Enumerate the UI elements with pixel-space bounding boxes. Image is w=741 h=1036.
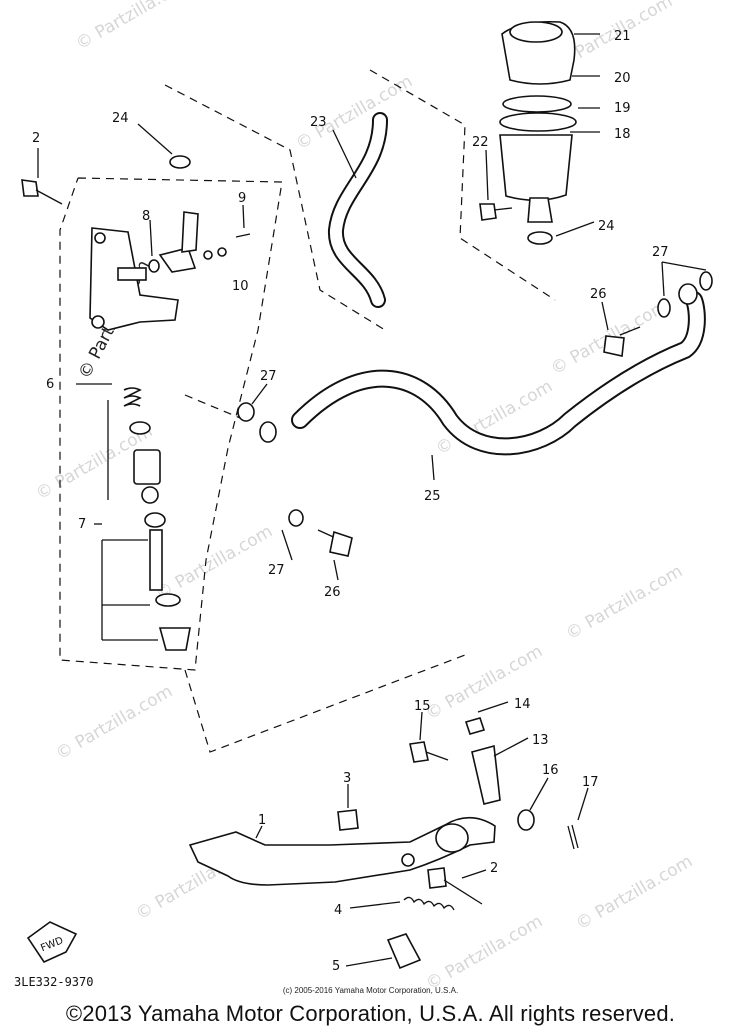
union-bolt [603,326,641,357]
screw [479,203,497,221]
watermark: © Partzilla.com [153,521,277,604]
nut [464,717,486,735]
small-copyright: (c) 2005-2016 Yamaha Motor Corporation, … [282,986,459,995]
hose-banjo [678,283,698,305]
copper-washer [288,509,304,527]
watermark: © Partzilla.com [73,0,197,54]
hose-clamp [169,155,191,169]
nut [337,809,359,831]
copper-washer [699,271,713,291]
union-fitting [181,211,199,253]
callout-6: 6 [46,377,54,392]
cotter-pin [567,824,579,850]
callout-18: 18 [614,127,631,142]
copper-washer [657,298,671,318]
diaphragm-plate [502,95,572,113]
callout-16: 16 [542,763,559,778]
return-spring [403,896,455,911]
callout-14: 14 [514,697,531,712]
callout-numbers: 2 24 8 9 10 6 7 23 22 21 20 19 18 24 27 … [32,29,669,974]
callout-24: 24 [112,111,129,126]
callout-27: 27 [652,245,669,260]
pivot-bolt [427,867,483,905]
reservoir [499,20,577,223]
watermark: © Partzilla.com [563,561,687,644]
callout-27: 27 [260,369,277,384]
washer [203,250,213,260]
callout-19: 19 [614,101,631,116]
washer [217,247,227,257]
copyright-notice: ©2013 Yamaha Motor Corporation, U.S.A. A… [65,1001,676,1026]
callout-2: 2 [490,861,498,876]
leader-lines [37,33,707,967]
union-bolt [317,529,353,557]
screw [235,233,251,238]
hose-banjo [259,421,277,443]
diaphragm [499,112,577,132]
watermark: © Partzilla.com [53,681,177,764]
callout-22: 22 [472,135,489,150]
bracket-lines [101,400,158,641]
callout-26: 26 [590,287,607,302]
clevis-pin [409,741,449,763]
watermark: © Partzilla.com [573,851,697,934]
callout-1: 1 [258,813,266,828]
drawing-code: 3LE332-9370 [14,975,94,989]
callout-13: 13 [532,733,549,748]
callout-21: 21 [614,29,631,44]
brake-pedal [188,816,496,886]
callout-17: 17 [582,775,599,790]
callout-24: 24 [598,219,615,234]
callout-27: 27 [268,563,285,578]
callout-7: 7 [78,517,86,532]
callout-9: 9 [238,191,246,206]
watermark: © Partzilla.com [293,71,417,154]
callout-10: 10 [232,279,249,294]
hose-clamp [527,231,553,245]
clevis [471,744,501,805]
callout-5: 5 [332,959,340,974]
pedal-cover [386,933,422,970]
callout-2: 2 [32,131,40,146]
callout-3: 3 [343,771,351,786]
callout-23: 23 [310,115,327,130]
callout-8: 8 [142,209,150,224]
callout-26: 26 [324,585,341,600]
callout-25: 25 [424,489,441,504]
copper-washer [237,402,255,422]
callout-4: 4 [334,903,342,918]
piston-kit [123,387,191,651]
callout-15: 15 [414,699,431,714]
master-cylinder [89,227,197,331]
washer [517,809,535,831]
fwd-arrow-icon: FWD [26,921,78,964]
o-ring [148,259,160,273]
master-cylinder-group-outline [59,69,556,753]
bolt [21,179,63,205]
watermark: © Partzilla.com [423,911,547,994]
callout-20: 20 [614,71,631,86]
